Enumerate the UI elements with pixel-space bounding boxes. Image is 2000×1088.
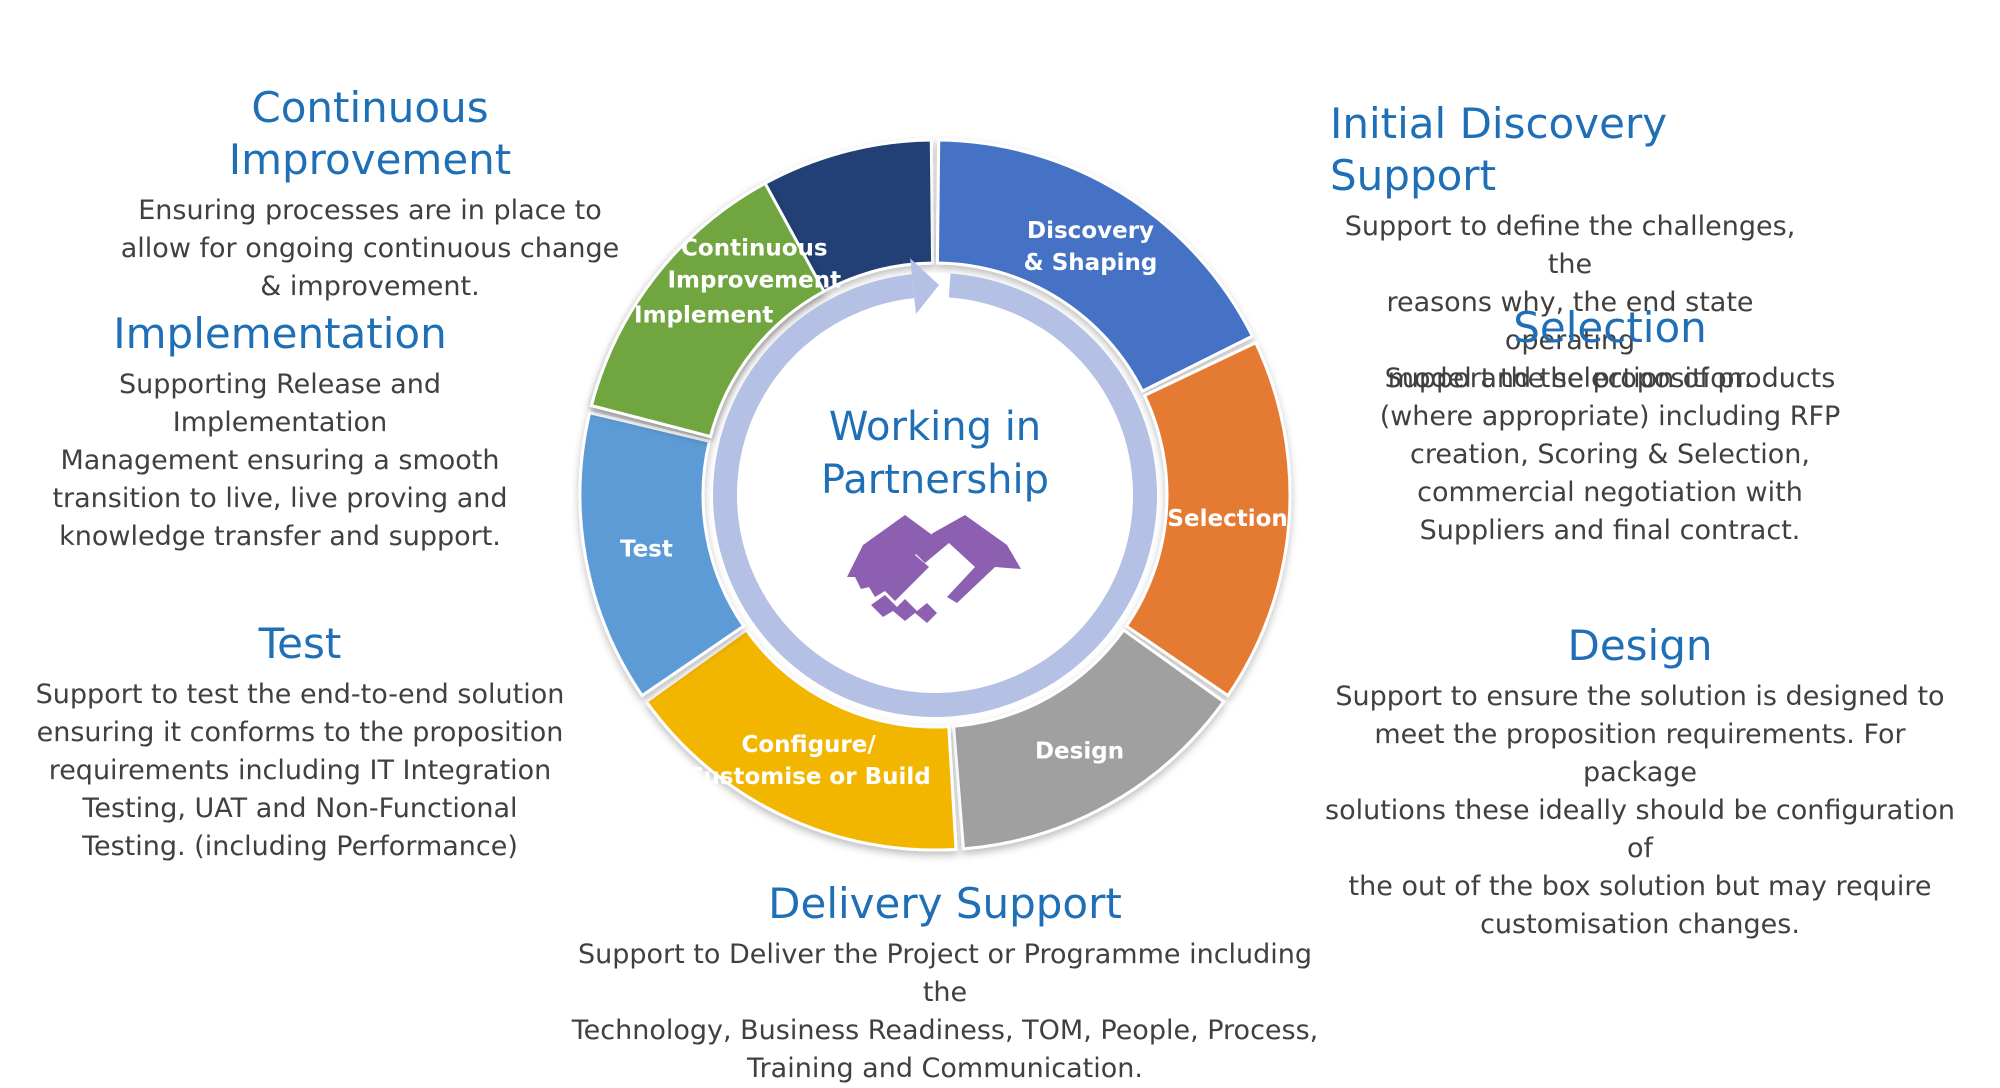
description-line: solutions these ideally should be config… (1325, 795, 1955, 864)
description-line: Support to Deliver the Project or Progra… (577, 939, 1313, 1008)
design-desc: Support to ensure the solution is design… (1320, 678, 1960, 944)
segment-discovery (935, 138, 1255, 394)
test-desc: Support to test the end-to-end solution e… (30, 676, 570, 866)
segments-ring (578, 138, 1292, 852)
segment-label-configure: Configure/Customise or Build (687, 732, 931, 790)
description-line: the out of the box solution but may requ… (1348, 871, 1932, 902)
delivery-support-title: Delivery Support (768, 879, 1122, 928)
inner-circle (713, 273, 1157, 717)
delivery-support-desc: Support to Deliver the Project or Progra… (555, 936, 1335, 1088)
description-line: Training and Communication. (747, 1053, 1143, 1084)
description-line: meet the proposition requirements. For p… (1374, 719, 1906, 788)
segment-design (951, 627, 1226, 851)
description-line: knowledge transfer and support. (59, 521, 501, 552)
center-title-line1: Working in (829, 404, 1041, 450)
implementation-title: Implementation (113, 309, 447, 358)
center-title-line2: Partnership (821, 457, 1049, 503)
handshake-icon (847, 515, 1021, 623)
initial-discovery-desc: Support to define the challenges, the rea… (1320, 208, 1820, 398)
continuous-improvement-block: Continuous Improvement Ensuring processe… (120, 82, 620, 306)
description-line: Support the selection of products (1384, 363, 1836, 394)
description-line: allow for ongoing continuous change (120, 233, 620, 264)
segment-test (578, 410, 746, 698)
description-line: (where appropriate) including RFP (1379, 401, 1841, 432)
segment-label-implement: Implement (634, 302, 773, 328)
cycle-arrow-head-icon (910, 258, 939, 314)
description-line: Support to ensure the solution is design… (1335, 681, 1945, 712)
description-line: ensuring it conforms to the proposition (36, 717, 564, 748)
segment-selection (1124, 340, 1292, 698)
description-line: Support to test the end-to-end solution (35, 679, 565, 710)
test-title: Test (258, 619, 342, 668)
description-line: transition to live, live proving and (52, 483, 508, 514)
description-line: model and the proposition. (1387, 363, 1753, 394)
continuous-improvement-title: Continuous Improvement (228, 83, 512, 184)
description-line: & improvement. (260, 271, 480, 302)
segment-implement (589, 181, 826, 439)
continuous-improvement-desc: Ensuring processes are in place to allow … (120, 192, 620, 306)
description-line: Testing. (including Performance) (82, 831, 518, 862)
description-line: Support to define the challenges, the (1344, 211, 1796, 280)
segment-label-selection: Selection (1167, 506, 1287, 532)
description-line: commercial negotiation with (1417, 477, 1803, 508)
description-line: Management ensuring a smooth (60, 445, 500, 476)
selection-block: Selection Support the selection of produ… (1360, 302, 1860, 550)
design-block: Design Support to ensure the solution is… (1320, 620, 1960, 944)
design-title: Design (1567, 621, 1713, 670)
implementation-block: Implementation Supporting Release and Im… (10, 308, 550, 556)
selection-title: Selection (1513, 303, 1707, 352)
segment-label-discovery: Discovery& Shaping (1024, 218, 1158, 276)
initial-discovery-block: Initial Discovery Support Support to def… (1320, 98, 1820, 398)
description-line: Supporting Release and Implementation (119, 369, 441, 438)
description-line: customisation changes. (1480, 909, 1800, 940)
description-line: requirements including IT Integration (48, 755, 552, 786)
description-line: Testing, UAT and Non-Functional (82, 793, 518, 824)
segment-label-test: Test (620, 536, 673, 562)
test-block: Test Support to test the end-to-end solu… (30, 618, 570, 866)
description-line: Technology, Business Readiness, TOM, Peo… (571, 1015, 1319, 1046)
description-line: reasons why, the end state operating (1386, 287, 1754, 356)
selection-desc: Support the selection of products (where … (1360, 360, 1860, 550)
description-line: creation, Scoring & Selection, (1410, 439, 1810, 470)
initial-discovery-title: Initial Discovery Support (1330, 99, 1668, 200)
segment-configure (644, 627, 958, 852)
description-line: Suppliers and final contract. (1419, 515, 1801, 546)
segment-label-design: Design (1035, 738, 1124, 764)
description-line: Ensuring processes are in place to (138, 195, 602, 226)
delivery-support-block: Delivery Support Support to Deliver the … (555, 878, 1335, 1088)
